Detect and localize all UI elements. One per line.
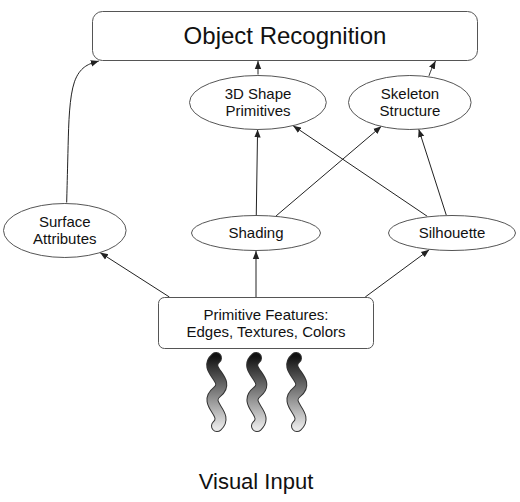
feature-ellipse: Shading (191, 215, 321, 251)
arrow-connector (256, 129, 257, 215)
arrow-connector (276, 126, 381, 216)
ellipse-outline (4, 203, 127, 257)
ellipse-outline (192, 216, 321, 251)
arrow-connector (429, 61, 436, 76)
node-text: Object Recognition (184, 22, 387, 50)
input-box: Primitive Features: Edges, Textures, Col… (158, 297, 374, 349)
wave (292, 358, 301, 426)
visual-input-waves (212, 358, 301, 426)
goal-box: Object Recognition (92, 11, 478, 61)
wave (252, 358, 261, 426)
arrow-connector (293, 126, 427, 217)
arrow-connector (419, 129, 447, 215)
node-text: 3D Shape Primitives (213, 85, 303, 120)
wave-outline (212, 358, 221, 426)
wave-outline (252, 358, 261, 426)
wave (212, 358, 221, 426)
node-text: Silhouette (419, 224, 486, 241)
arrow-connector (67, 61, 99, 203)
node-text: Primitive Features: Edges, Textures, Col… (182, 306, 350, 341)
ellipse-outline (389, 216, 516, 251)
feature-ellipse: Surface Attributes (3, 203, 127, 258)
wave-outline (292, 358, 301, 426)
node-text: Skeleton Structure (370, 85, 450, 120)
box-outline (159, 298, 374, 349)
node-text: Shading (228, 224, 283, 241)
feature-ellipse: Skeleton Structure (348, 75, 472, 130)
caption-label: Visual Input (199, 469, 314, 495)
arrow-connector (100, 253, 169, 297)
ellipse-outline (190, 75, 327, 129)
arrow-connector (258, 61, 259, 75)
feature-ellipse: Silhouette (388, 215, 516, 251)
arrow-connector (365, 250, 429, 297)
arrow-connector (256, 251, 257, 297)
feature-ellipse: 3D Shape Primitives (189, 75, 327, 130)
ellipse-outline (349, 75, 472, 129)
box-outline (93, 12, 478, 61)
node-text: Surface Attributes (25, 213, 105, 248)
